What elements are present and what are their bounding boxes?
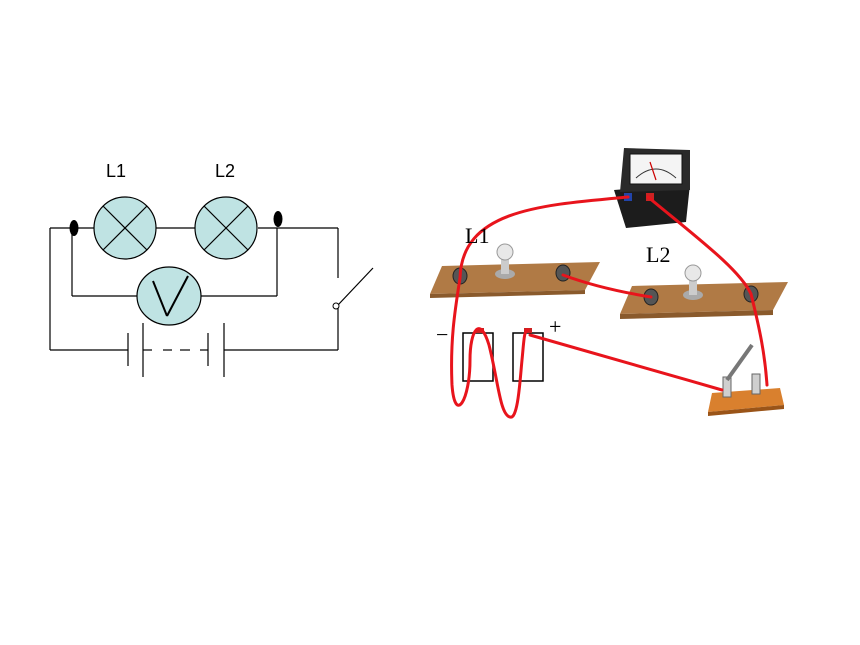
voltmeter-device bbox=[614, 148, 690, 228]
photo-lamp-l2-label: L2 bbox=[646, 242, 670, 267]
lamp-board-l2 bbox=[620, 264, 788, 319]
lamp-l2-label: L2 bbox=[215, 161, 235, 181]
knife-switch-device bbox=[708, 343, 784, 416]
battery-symbol bbox=[127, 323, 225, 377]
photo-lamp-l1-label: L1 bbox=[465, 223, 489, 248]
junction-dot bbox=[273, 211, 283, 227]
switch-symbol bbox=[332, 267, 374, 310]
connecting-wires bbox=[450, 195, 769, 419]
junction-dot bbox=[69, 220, 79, 236]
battery-minus-sign: − bbox=[436, 322, 448, 347]
lamp-l1-label: L1 bbox=[106, 161, 126, 181]
lamp-board-l1 bbox=[430, 243, 600, 298]
battery-plus-sign: + bbox=[549, 314, 561, 339]
voltmeter-symbol bbox=[136, 266, 202, 326]
lamp-l1-symbol bbox=[93, 196, 157, 260]
lamp-l2-symbol bbox=[194, 196, 258, 260]
circuit-schematic bbox=[49, 227, 339, 351]
